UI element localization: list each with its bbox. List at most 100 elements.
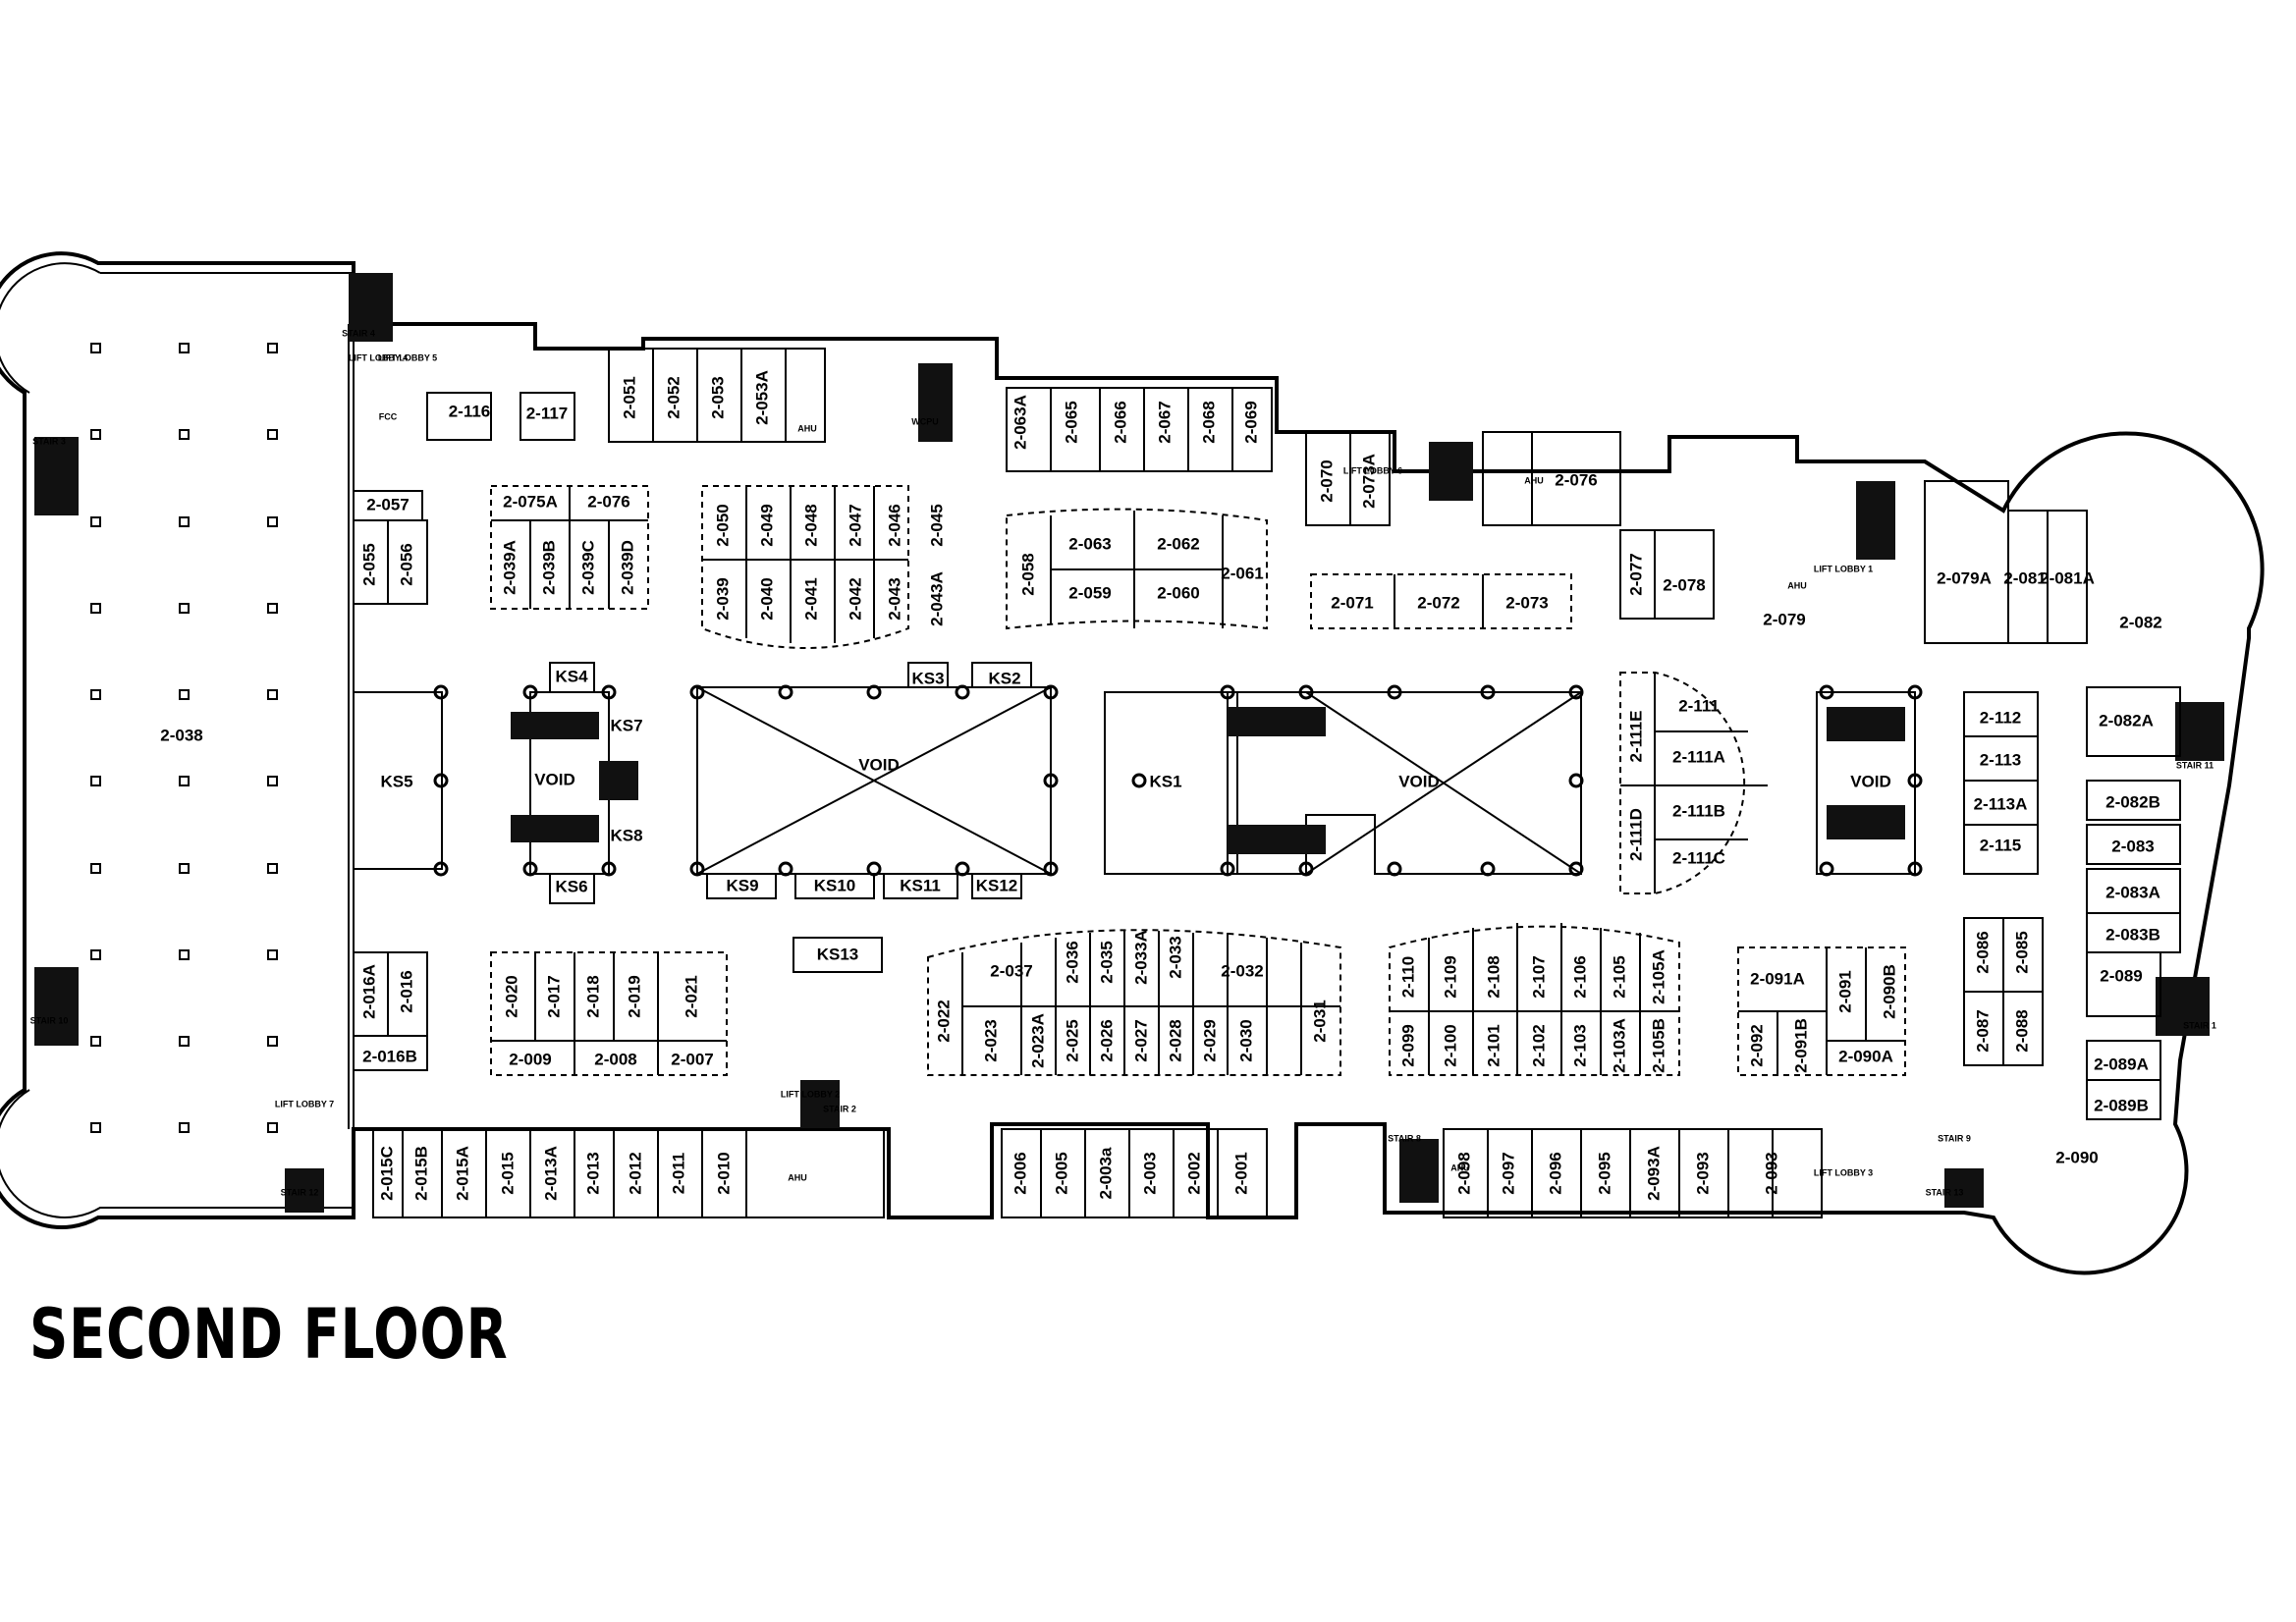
unit-label: 2-105A <box>1649 949 1667 1004</box>
unit-label: 2-056 <box>397 543 415 585</box>
unit-label: 2-111B <box>1672 801 1725 820</box>
kiosk-label: KS9 <box>726 876 758 894</box>
unit-label: 2-027 <box>1131 1019 1150 1061</box>
kiosk-label: KS11 <box>900 876 941 894</box>
service-label: LIFT LOBBY 2 <box>781 1089 840 1099</box>
unit-label: 2-045 <box>927 504 946 546</box>
unit-label: 2-081A <box>2040 568 2095 587</box>
unit-label: 2-098 <box>1454 1152 1473 1194</box>
service-label: STAIR 4 <box>342 328 375 338</box>
unit-label: 2-033A <box>1131 930 1150 985</box>
unit-label: 2-068 <box>1199 401 1218 443</box>
unit-label: 2-083 <box>2111 837 2154 855</box>
unit-label: 2-007 <box>671 1050 713 1068</box>
service-label: STAIR 9 <box>1938 1133 1971 1143</box>
unit-label: 2-103A <box>1610 1018 1628 1073</box>
void-label: VOID <box>1398 772 1440 790</box>
unit-label: 2-048 <box>801 504 820 546</box>
unit-label: 2-053A <box>752 370 771 425</box>
unit-label: 2-105B <box>1649 1018 1667 1073</box>
stair-blocks <box>34 273 2224 1213</box>
unit-label: 2-016A <box>359 964 378 1019</box>
unit-label: 2-031 <box>1310 1000 1329 1042</box>
unit-label: 2-078 <box>1663 575 1705 594</box>
unit-label: 2-058 <box>1018 553 1037 595</box>
unit-label: 2-059 <box>1068 583 1111 602</box>
service-label: FCC <box>379 411 398 421</box>
kiosk-label: KS13 <box>817 945 859 963</box>
unit-label: 2-115 <box>1980 836 2022 854</box>
service-label: STAIR 2 <box>823 1104 856 1113</box>
escalators <box>511 707 1905 854</box>
unit-label: 2-050 <box>713 504 732 546</box>
unit-label: 2-032 <box>1221 961 1263 980</box>
unit-label: 2-057 <box>366 495 409 514</box>
unit-label: 2-037 <box>990 961 1032 980</box>
unit-label: 2-093A <box>1644 1146 1663 1201</box>
unit-label: 2-111 <box>1678 696 1720 715</box>
unit-label: 2-088 <box>2012 1009 2031 1052</box>
unit-label: 2-117 <box>526 404 569 422</box>
unit-label: 2-023 <box>981 1019 1000 1061</box>
service-label: WCPU <box>911 416 939 426</box>
unit-label: 2-063 <box>1068 534 1111 553</box>
unit-label: 2-091A <box>1750 969 1805 988</box>
unit-label: 2-101 <box>1484 1024 1503 1066</box>
unit-label: 2-111D <box>1626 808 1645 861</box>
unit-label: 2-055 <box>359 543 378 585</box>
unit-label: 2-093 <box>1693 1152 1712 1194</box>
service-label: STAIR 12 <box>281 1187 319 1197</box>
kiosk-label: KS7 <box>610 716 642 734</box>
unit-label: 2-061 <box>1221 564 1263 582</box>
void-label: VOID <box>534 770 575 788</box>
service-label: STAIR 8 <box>1388 1133 1421 1143</box>
service-label: AHU <box>1524 475 1544 485</box>
unit-label: 2-018 <box>583 975 602 1017</box>
unit-label: 2-086 <box>1973 931 1992 973</box>
unit-label: 2-076 <box>1555 470 1597 489</box>
unit-label: 2-043 <box>885 577 903 620</box>
unit-label: 2-069 <box>1241 401 1260 443</box>
unit-label: 2-111C <box>1672 848 1725 867</box>
service-label: STAIR 3 <box>32 436 66 446</box>
unit-label: 2-112 <box>1980 708 2022 727</box>
unit-label: 2-053 <box>708 376 727 418</box>
unit-label: 2-110 <box>1398 956 1417 999</box>
unit-label: 2-036 <box>1063 941 1081 983</box>
service-label: LIFT LOBBY 5 <box>378 352 437 362</box>
kiosk-label: KS10 <box>814 876 856 894</box>
unit-label: 2-052 <box>664 376 683 418</box>
void-label: VOID <box>858 755 900 774</box>
unit-label: 2-038 <box>160 726 202 744</box>
service-label: LIFT LOBBY 6 <box>1343 465 1402 475</box>
unit-label: 2-095 <box>1595 1152 1613 1194</box>
unit-label: 2-082B <box>2105 792 2160 811</box>
unit-label: 2-039A <box>500 540 519 595</box>
unit-label: 2-073A <box>1359 454 1378 509</box>
unit-label: 2-019 <box>625 975 643 1017</box>
kiosk-label: KS3 <box>911 669 944 687</box>
unit-label: 2-079A <box>1937 568 1992 587</box>
unit-label: 2-099 <box>1398 1024 1417 1066</box>
unit-label: 2-026 <box>1097 1019 1116 1061</box>
unit-label: 2-091B <box>1791 1018 1810 1073</box>
unit-label: 2-090A <box>1838 1047 1893 1065</box>
service-label: STAIR 10 <box>30 1015 69 1025</box>
unit-label: 2-085 <box>2012 931 2031 973</box>
unit-label: 2-006 <box>1011 1152 1029 1194</box>
unit-label: 2-005 <box>1052 1152 1070 1194</box>
unit-label: 2-108 <box>1484 955 1503 998</box>
service-label: AHU <box>788 1172 807 1182</box>
unit-label: 2-015A <box>453 1146 471 1201</box>
unit-label: 2-040 <box>757 577 776 620</box>
service-label: STAIR 11 <box>2176 760 2214 770</box>
unit-label: 2-051 <box>620 376 638 418</box>
service-label: AHU <box>1450 1162 1470 1172</box>
unit-label: 2-022 <box>934 1000 953 1042</box>
unit-label: 2-081 <box>2003 568 2046 587</box>
unit-label: 2-039C <box>578 540 597 595</box>
unit-label: 2-082 <box>2119 613 2161 631</box>
unit-label: 2-089 <box>2100 966 2142 985</box>
unit-label: 2-092 <box>1747 1024 1766 1066</box>
